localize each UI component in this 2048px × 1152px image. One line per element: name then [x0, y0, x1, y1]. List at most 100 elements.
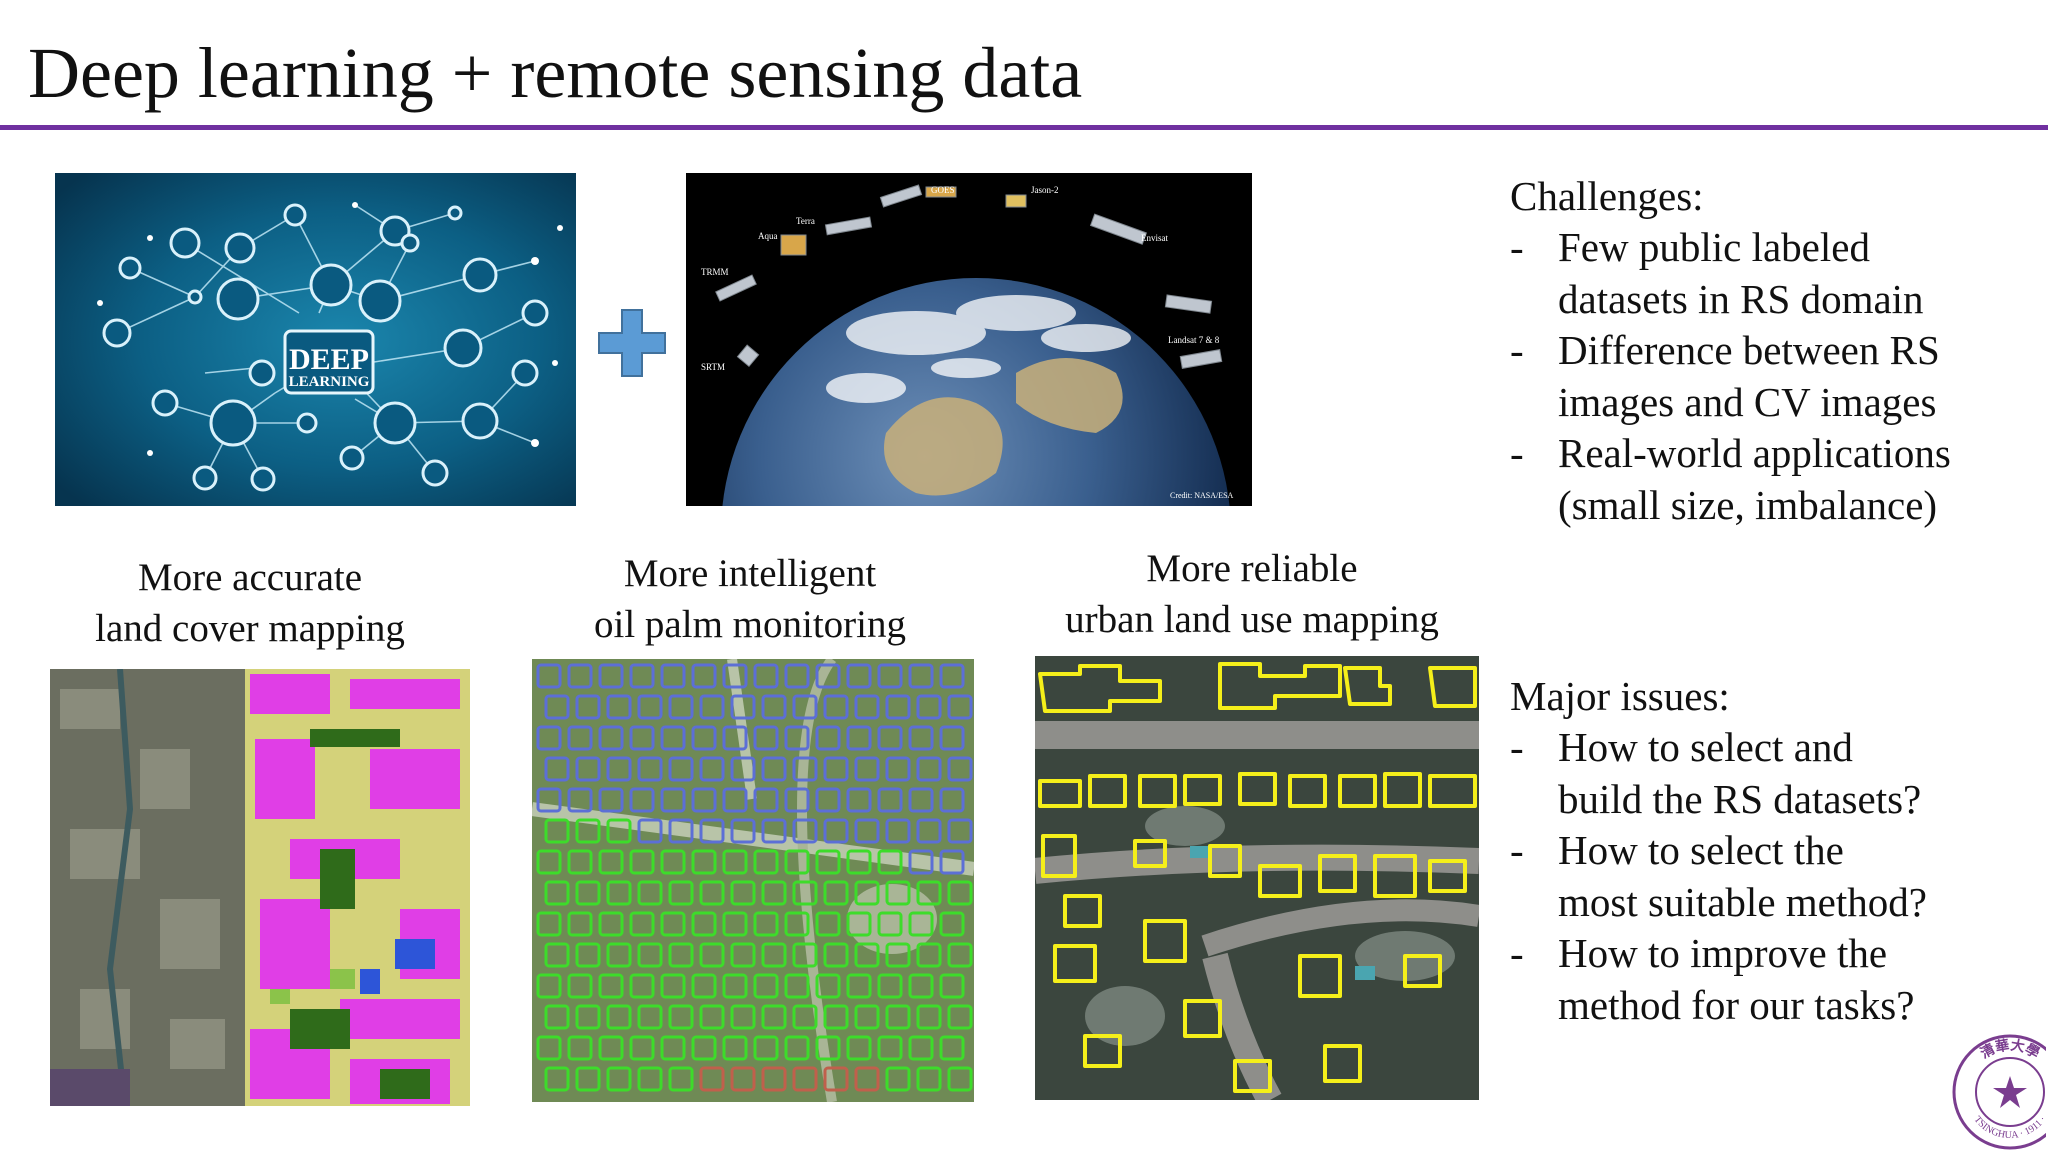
detection-box	[637, 694, 663, 720]
detection-box	[691, 911, 717, 937]
detection-box	[629, 911, 655, 937]
detection-box	[877, 911, 903, 937]
detection-box	[761, 818, 787, 844]
detection-box	[606, 1066, 632, 1092]
detection-box	[877, 725, 903, 751]
detection-box	[699, 818, 725, 844]
detection-box	[846, 1035, 872, 1061]
detection-box	[761, 1066, 787, 1092]
detection-box	[730, 1066, 756, 1092]
detection-box	[939, 663, 965, 689]
detection-box	[730, 942, 756, 968]
detection-box	[792, 756, 818, 782]
detection-box	[722, 849, 748, 875]
caption-land-cover: More accurate land cover mapping	[95, 556, 405, 650]
slide-title: Deep learning + remote sensing data	[28, 33, 1083, 113]
issue-item: How to select the most suitable method?	[1510, 825, 1927, 928]
satellite-label-terra: Terra	[796, 216, 815, 226]
detection-box	[606, 942, 632, 968]
detection-box	[908, 663, 934, 689]
detection-box	[916, 880, 942, 906]
deep-learning-image: DEEP LEARNING	[55, 173, 576, 506]
urban-land-use-image	[1035, 656, 1479, 1100]
image-credit: Credit: NASA/ESA	[1170, 491, 1234, 500]
svg-text:TSINGHUA · 1911 ·: TSINGHUA · 1911 ·	[1972, 1114, 2046, 1141]
caption-oil-palm: More intelligent oil palm monitoring	[594, 552, 906, 646]
detection-box	[815, 787, 841, 813]
detection-box	[947, 1066, 973, 1092]
detection-box	[885, 942, 911, 968]
detection-box	[854, 818, 880, 844]
detection-box	[660, 849, 686, 875]
detection-box	[823, 880, 849, 906]
detection-box	[947, 1004, 973, 1030]
detection-box	[908, 973, 934, 999]
detection-box	[885, 818, 911, 844]
detection-box	[877, 849, 903, 875]
detection-box	[877, 1035, 903, 1061]
detection-box	[629, 725, 655, 751]
detection-box	[753, 1035, 779, 1061]
detection-box	[567, 911, 593, 937]
detection-box	[598, 911, 624, 937]
detection-box	[846, 973, 872, 999]
detection-box	[885, 1066, 911, 1092]
detection-box	[660, 973, 686, 999]
detection-box	[823, 1066, 849, 1092]
detection-box	[916, 818, 942, 844]
detection-box	[629, 973, 655, 999]
detection-box	[854, 1004, 880, 1030]
detection-box	[947, 694, 973, 720]
detection-box	[761, 1004, 787, 1030]
detection-box	[575, 756, 601, 782]
oil-palm-image	[532, 659, 974, 1102]
detection-box	[699, 694, 725, 720]
detection-box	[846, 849, 872, 875]
detection-box	[544, 756, 570, 782]
detection-box	[660, 725, 686, 751]
detection-box	[846, 911, 872, 937]
detection-box	[575, 818, 601, 844]
detection-box	[567, 973, 593, 999]
detection-box	[629, 663, 655, 689]
detection-box	[846, 725, 872, 751]
detection-box	[544, 942, 570, 968]
detection-box	[722, 1035, 748, 1061]
detection-box	[660, 1035, 686, 1061]
detection-box	[544, 1066, 570, 1092]
detection-box	[699, 942, 725, 968]
detection-box	[575, 880, 601, 906]
satellite-label-envisat: Envisat	[1141, 233, 1168, 243]
detection-box	[536, 663, 562, 689]
detection-box	[854, 880, 880, 906]
detection-box	[544, 1004, 570, 1030]
detection-box	[722, 911, 748, 937]
detection-box	[629, 787, 655, 813]
detection-box	[567, 725, 593, 751]
detection-box	[939, 911, 965, 937]
detection-box	[877, 787, 903, 813]
detection-box	[637, 818, 663, 844]
detection-box	[792, 818, 818, 844]
detection-box	[691, 1035, 717, 1061]
detection-box	[885, 756, 911, 782]
detection-box	[784, 787, 810, 813]
issues-heading: Major issues:	[1510, 673, 1730, 719]
detection-box	[846, 663, 872, 689]
issue-item: How to select and build the RS datasets?	[1510, 722, 1927, 825]
detection-box	[730, 1004, 756, 1030]
detection-box	[544, 694, 570, 720]
detection-box	[815, 1035, 841, 1061]
detection-box	[629, 849, 655, 875]
challenge-item: Few public labeled datasets in RS domain	[1510, 222, 1951, 325]
university-seal-logo: 清華大學 TSINGHUA · 1911 ·	[1950, 1032, 2046, 1150]
detection-box	[598, 787, 624, 813]
satellite-label-srtm: SRTM	[701, 362, 725, 372]
detection-box	[730, 756, 756, 782]
detection-box	[691, 849, 717, 875]
detection-box	[908, 787, 934, 813]
detection-box	[823, 756, 849, 782]
detection-box	[660, 787, 686, 813]
detection-box	[668, 756, 694, 782]
detection-box	[668, 1066, 694, 1092]
